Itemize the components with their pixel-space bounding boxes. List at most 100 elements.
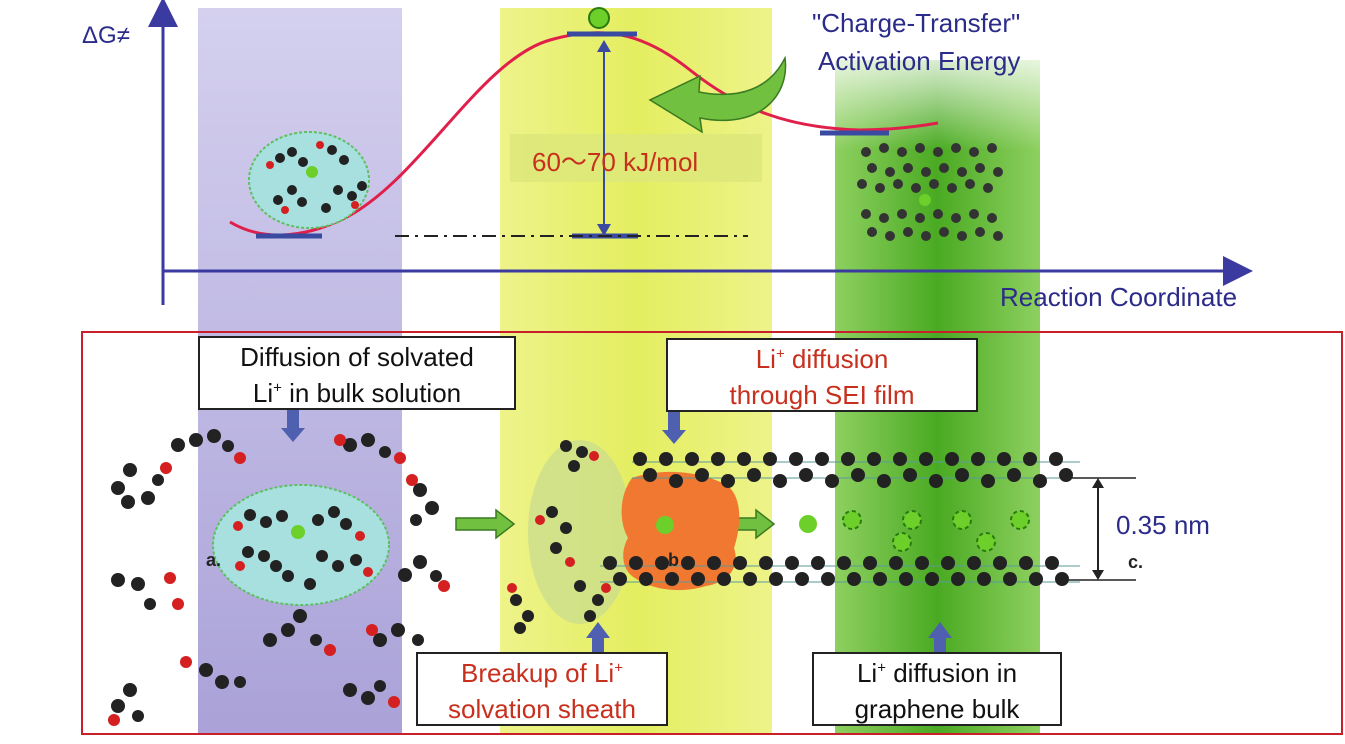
graphene-atom — [789, 452, 803, 466]
box-graphene-line2: graphene bulk — [854, 694, 1020, 724]
box-sei-diffusion: Li+ diffusion through SEI film — [666, 338, 978, 412]
graphene-atom — [795, 572, 809, 586]
graphene-atom — [1003, 572, 1017, 586]
graphene-atom — [665, 572, 679, 586]
graphene-atom — [1019, 556, 1033, 570]
box-graphene-diffusion: Li+ diffusion in graphene bulk — [812, 652, 1062, 726]
graphene-atom — [967, 556, 981, 570]
y-axis-label: ΔG≠ — [82, 22, 130, 49]
graphene-atom — [847, 572, 861, 586]
graphene-atom — [707, 556, 721, 570]
graphene-atom — [743, 572, 757, 586]
graphene-atom — [691, 572, 705, 586]
graphene-atom — [1029, 572, 1043, 586]
graphene-atom — [955, 468, 969, 482]
box-breakup-sheath: Breakup of Li+ solvation sheath — [416, 652, 668, 726]
graphene-atom — [1033, 474, 1047, 488]
process-panel-border — [81, 331, 1343, 735]
graphene-atom — [643, 468, 657, 482]
graphene-atom — [815, 452, 829, 466]
graphene-atom — [629, 556, 643, 570]
graphene-atom — [925, 572, 939, 586]
li-in-graphene-1 — [799, 515, 817, 533]
marker-a: a. — [206, 550, 222, 570]
graphene-atom — [639, 572, 653, 586]
graphene-atom — [669, 474, 683, 488]
graphene-atom — [717, 572, 731, 586]
marker-c: c. — [1128, 552, 1144, 572]
graphene-atom — [977, 572, 991, 586]
desolvation-zone — [528, 440, 632, 624]
graphene-atom — [733, 556, 747, 570]
graphene-atom — [993, 556, 1007, 570]
graphene-atom — [711, 452, 725, 466]
graphene-atom — [867, 452, 881, 466]
graphene-atom — [821, 572, 835, 586]
graphene-atom — [747, 468, 761, 482]
graphene-atom — [799, 468, 813, 482]
flow-arrow-1 — [455, 508, 516, 540]
spacing-arrow-bottom — [1092, 570, 1104, 580]
graphene-atom — [1023, 452, 1037, 466]
graphene-atom — [1055, 572, 1069, 586]
box-graphene-line1: Li+ diffusion in — [856, 658, 1018, 688]
graphene-atom — [1045, 556, 1059, 570]
graphene-atom — [655, 556, 669, 570]
box-sei-line2: through SEI film — [729, 380, 915, 410]
curved-pointer-arrow — [648, 55, 787, 134]
desolvation-molecules — [510, 440, 604, 634]
marker-b: b — [668, 550, 679, 570]
li-atom-transition — [588, 7, 610, 29]
graphene-atom — [929, 474, 943, 488]
activation-value: 60～70 kJ/mol — [532, 147, 699, 177]
graphene-atom — [1049, 452, 1063, 466]
graphene-atom — [997, 452, 1011, 466]
graphene-atom — [981, 474, 995, 488]
graphene-atom — [919, 452, 933, 466]
graphene-atom — [773, 474, 787, 488]
graphene-top — [857, 143, 1003, 241]
graphene-atom — [695, 468, 709, 482]
activation-title-line1: "Charge-Transfer" — [812, 8, 1021, 38]
graphene-atom — [841, 452, 855, 466]
graphene-atom — [915, 556, 929, 570]
graphene-atom — [785, 556, 799, 570]
activation-arrow-up — [597, 40, 611, 52]
graphene-atom — [759, 556, 773, 570]
box-breakup-line1: Breakup of Li+ — [461, 658, 623, 688]
graphene-atom — [633, 452, 647, 466]
graphene-atom — [893, 452, 907, 466]
graphene-atom — [769, 572, 783, 586]
activation-title-line2: Activation Energy — [818, 46, 1021, 76]
box-diffusion-solution: Diffusion of solvated Li+ in bulk soluti… — [198, 336, 516, 410]
activation-value-bg — [510, 134, 762, 182]
solvated-ion-bottom — [212, 484, 390, 606]
graphene-atom — [737, 452, 751, 466]
graphene-atom — [613, 572, 627, 586]
graphene-atom — [659, 452, 673, 466]
graphene-atom — [863, 556, 877, 570]
graphene-atom — [681, 556, 695, 570]
graphene-atom — [941, 556, 955, 570]
graphene-atom — [903, 468, 917, 482]
box-diffusion-line2: Li+ in bulk solution — [252, 378, 462, 408]
box-breakup-line2: solvation sheath — [448, 694, 636, 724]
graphene-atom — [873, 572, 887, 586]
graphene-atom — [603, 556, 617, 570]
graphene-atom — [685, 452, 699, 466]
graphene-atom — [825, 474, 839, 488]
graphene-atom — [945, 452, 959, 466]
graphene-atom — [1007, 468, 1021, 482]
graphene-atom — [837, 556, 851, 570]
box-sei-line1: Li+ diffusion — [755, 344, 889, 374]
graphene-atom — [951, 572, 965, 586]
graphene-atom — [899, 572, 913, 586]
x-axis-label: Reaction Coordinate — [1000, 282, 1238, 312]
graphene-atom — [721, 474, 735, 488]
li-sites — [842, 510, 1030, 552]
interlayer-spacing-label: 0.35 nm — [1116, 510, 1210, 540]
activation-arrow-down — [597, 224, 611, 236]
graphene-atom — [763, 452, 777, 466]
graphene-atom — [811, 556, 825, 570]
solvated-ion-top — [248, 131, 370, 229]
